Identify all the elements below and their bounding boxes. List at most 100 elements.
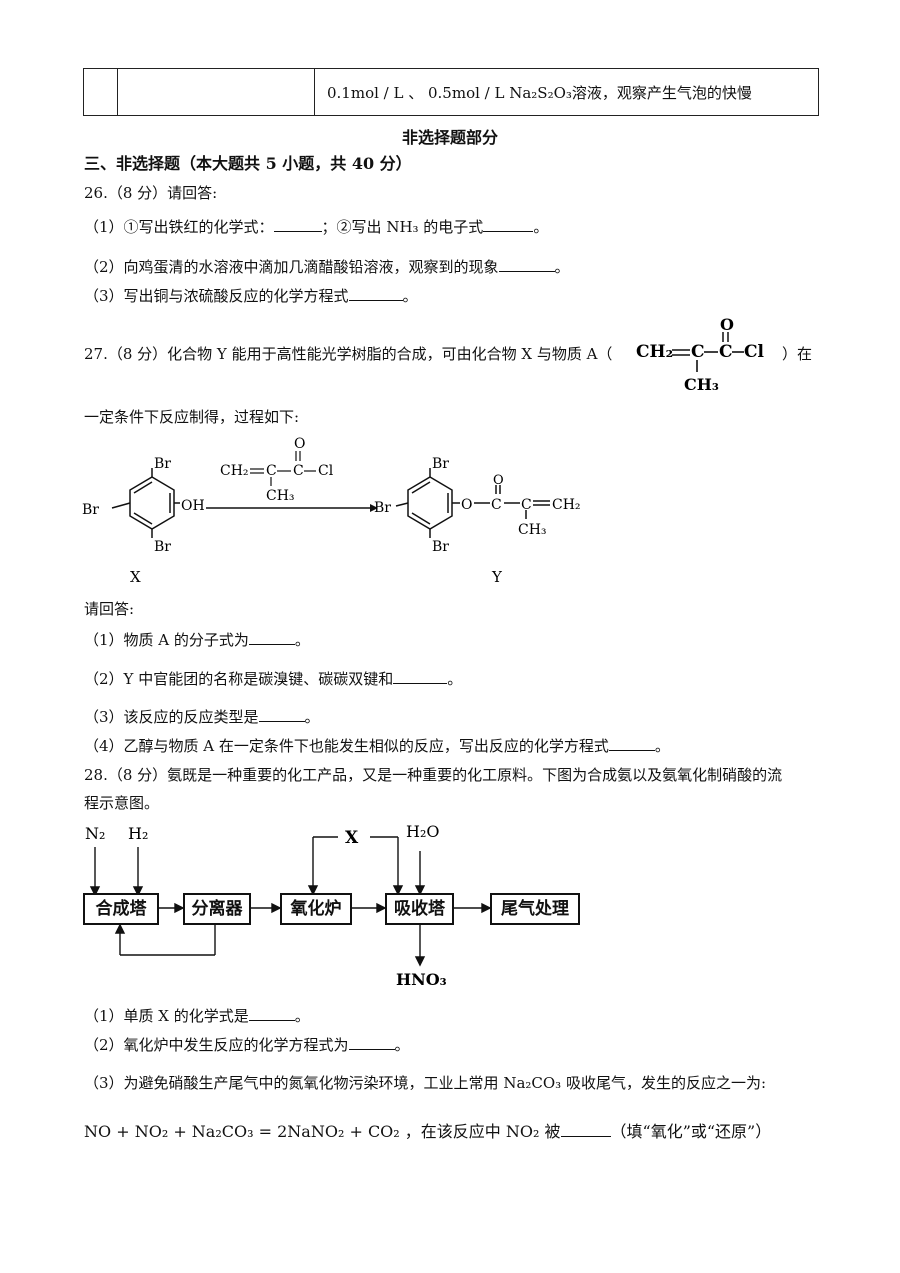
y-c2: C — [521, 497, 532, 513]
q28-part2-end: 。 — [394, 1036, 410, 1054]
formula-a: CH₂ C C Cl O CH₃ — [636, 315, 765, 394]
q27-part1-text: （1）物质 A 的分子式为 — [84, 631, 249, 649]
answer-blank[interactable] — [248, 1006, 295, 1021]
reaction-scheme: Br Br Br OH X CH₂ C C Cl O CH₃ Br Br Br … — [82, 436, 581, 586]
answer-blank[interactable] — [348, 286, 403, 301]
x-oh: OH — [181, 498, 205, 514]
q27-part4-text: （4）乙醇与物质 A 在一定条件下也能发生相似的反应，写出反应的化学方程式 — [84, 737, 609, 755]
answer-blank[interactable] — [273, 217, 322, 232]
q26-part1-b: ；②写出 NH₃ 的电子式 — [321, 218, 484, 236]
arrow-head — [370, 504, 378, 512]
q27-stem: 27.（8 分）化合物 Y 能用于高性能光学树脂的合成，可由化合物 X 与物质 … — [84, 343, 612, 364]
h2o-label: H₂O — [406, 822, 439, 841]
answer-blank[interactable] — [348, 1035, 395, 1050]
answer-blank[interactable] — [498, 257, 555, 272]
flow-box-oxidation-furnace: 氧化炉 — [280, 893, 352, 925]
table-row: 0.1mol / L 、 0.5mol / L Na₂S₂O₃溶液，观察产生气泡… — [83, 68, 819, 116]
flow-box-separator: 分离器 — [183, 893, 251, 925]
bond-line — [395, 502, 409, 507]
q26-part2: （2）向鸡蛋清的水溶液中滴加几滴醋酸铅溶液，观察到的现象。 — [84, 256, 570, 277]
q28-equation: NO + NO₂ + Na₂CO₃ = 2NaNO₂ + CO₂ ，在该反应中 … — [84, 1118, 771, 1142]
formula-a-c2: C — [719, 342, 733, 362]
answer-blank[interactable] — [248, 630, 295, 645]
q26-part3-end: 。 — [402, 287, 418, 305]
table-cell-1 — [83, 68, 118, 116]
flow-diagram: N₂ H₂ X H₂O HNO₃ — [85, 822, 492, 989]
ring-double-bond — [133, 512, 153, 525]
table-cell-2 — [117, 68, 315, 116]
arrow-head — [89, 886, 101, 897]
q28-part1-text: （1）单质 X 的化学式是 — [84, 1007, 249, 1025]
answer-blank[interactable] — [608, 736, 655, 751]
y-br-top: Br — [432, 456, 449, 472]
table-cell-3: 0.1mol / L 、 0.5mol / L Na₂S₂O₃溶液，观察产生气泡… — [314, 68, 819, 116]
q28-equation-end: （填“氧化”或“还原”） — [610, 1122, 772, 1141]
reagent-c1: C — [266, 463, 277, 479]
q26-part2-text: （2）向鸡蛋清的水溶液中滴加几滴醋酸铅溶液，观察到的现象 — [84, 258, 499, 276]
flow-box-synthesis-tower: 合成塔 — [83, 893, 159, 925]
x-label: X — [130, 568, 141, 586]
compound-y-structure — [395, 468, 550, 538]
bond-line — [111, 502, 131, 509]
q26-part1-a: （1）①写出铁红的化学式： — [84, 218, 274, 236]
answer-blank[interactable] — [393, 669, 448, 684]
q27-part3: （3）该反应的反应类型是。 — [84, 706, 320, 727]
hno3-label: HNO₃ — [396, 970, 447, 989]
x-feed-label: X — [345, 828, 359, 848]
y-br-bottom: Br — [432, 539, 449, 555]
q28-part2: （2）氧化炉中发生反应的化学方程式为 。 — [84, 1034, 410, 1055]
arrow-head — [414, 956, 426, 967]
x-br-top: Br — [154, 456, 171, 472]
benzene-ring — [129, 476, 175, 530]
arrow-head — [376, 902, 387, 914]
answer-blank[interactable] — [483, 217, 534, 232]
x-br-bottom: Br — [154, 539, 171, 555]
y-label: Y — [491, 568, 503, 586]
y-c1: C — [491, 497, 502, 513]
ring-double-bond — [133, 481, 153, 494]
arrow-head — [174, 902, 185, 914]
formula-a-cl: Cl — [744, 342, 765, 362]
q26-part1-end: 。 — [533, 218, 549, 236]
q28-part3: （3）为避免硝酸生产尾气中的氮氧化物污染环境，工业上常用 Na₂CO₃ 吸收尾气… — [84, 1074, 767, 1092]
q27-stem-text: 27.（8 分）化合物 Y 能用于高性能光学树脂的合成，可由化合物 X 与物质 … — [84, 345, 613, 363]
q27-part2: （2）Y 中官能团的名称是碳溴键、碳碳双键和 。 — [84, 668, 462, 689]
reagent-c2: C — [293, 463, 304, 479]
q26-part3: （3）写出铜与浓硫酸反应的化学方程式。 — [84, 285, 418, 306]
q28-part2-text: （2）氧化炉中发生反应的化学方程式为 — [84, 1036, 349, 1054]
formula-a-ch2: CH₂ — [636, 342, 673, 362]
y-o: O — [461, 497, 472, 513]
answer-blank[interactable] — [560, 1122, 611, 1137]
q28-part1: （1）单质 X 的化学式是。 — [84, 1005, 310, 1026]
q28-stem: 28.（8 分）氨既是一种重要的化工产品，又是一种重要的化工原料。下图为合成氨以… — [84, 766, 783, 784]
table-cell-text: 0.1mol / L 、 0.5mol / L Na₂S₂O₃溶液，观察产生气泡… — [327, 83, 752, 102]
q27-part3-text: （3）该反应的反应类型是 — [84, 708, 259, 726]
reagent-o: O — [294, 436, 305, 452]
compound-x-structure — [111, 468, 180, 538]
y-ch3: CH₃ — [518, 522, 547, 538]
q27-ask: 请回答: — [84, 600, 135, 618]
reagent-cl: Cl — [318, 463, 334, 479]
q27-part4: （4）乙醇与物质 A 在一定条件下也能发生相似的反应，写出反应的化学方程式 。 — [84, 735, 670, 756]
section-heading: 三、非选择题（本大题共 5 小题，共 40 分） — [84, 154, 412, 173]
q27-stem-end: ）在 — [782, 345, 813, 363]
q27-part4-end: 。 — [654, 737, 670, 755]
formula-a-o: O — [720, 315, 734, 334]
part-title: 非选择题部分 — [401, 128, 498, 147]
reagent-ch3: CH₃ — [266, 488, 295, 504]
q27-part2-end: 。 — [447, 670, 463, 688]
q27-part2-text: （2）Y 中官能团的名称是碳溴键、碳碳双键和 — [84, 670, 394, 688]
arrow-head — [481, 902, 492, 914]
arrow-head — [392, 885, 404, 896]
q26-part1: （1）①写出铁红的化学式： ；②写出 NH₃ 的电子式 。 — [84, 216, 548, 237]
answer-blank[interactable] — [258, 707, 305, 722]
q27-part1-end: 。 — [294, 631, 310, 649]
q26-stem: 26.（8 分）请回答: — [84, 184, 218, 202]
q27-part1: （1）物质 A 的分子式为 。 — [84, 629, 310, 650]
arrow-head — [271, 902, 282, 914]
n2-label: N₂ — [85, 824, 105, 843]
q28-equation-text: NO + NO₂ + Na₂CO₃ = 2NaNO₂ + CO₂ ，在该反应中 … — [84, 1122, 561, 1141]
ring-double-bond — [411, 512, 431, 525]
formula-a-c1: C — [691, 342, 705, 362]
experiment-table: 0.1mol / L 、 0.5mol / L Na₂S₂O₃溶液，观察产生气泡… — [83, 68, 819, 116]
